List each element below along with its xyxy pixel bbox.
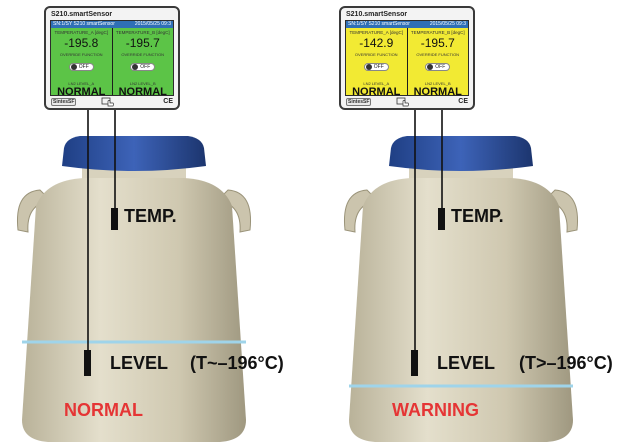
toggle-knob-icon <box>70 64 77 70</box>
screen-status-bar: SN:1/SY S210 smartSensor 2015/05/25 09:3 <box>51 21 173 28</box>
panel-normal: S210.smartSensor SN:1/SY S210 smartSenso… <box>16 6 284 442</box>
toggle-knob-icon <box>427 64 434 70</box>
ce-mark: CE <box>458 98 468 105</box>
level-probe <box>411 350 418 376</box>
touch-hand-icon[interactable] <box>396 97 410 107</box>
temp-a-label: TEMPERATURE_A [degC] <box>54 30 108 35</box>
level-probe <box>84 350 91 376</box>
device-screen: SN:1/SY S210 smartSensor 2015/05/25 09:3… <box>50 20 174 96</box>
device-title: S210.smartSensor <box>51 11 113 18</box>
override-b-label: OVERRIDE FUNCTION <box>416 52 460 57</box>
toggle-b-text: OFF <box>435 64 446 70</box>
screen-bar-right: 2015/05/25 09:3 <box>429 21 466 27</box>
override-b-toggle[interactable]: OFF <box>130 63 156 71</box>
temp-label: TEMP. <box>451 206 504 226</box>
device-title: S210.smartSensor <box>346 11 408 18</box>
sensor-b: TEMPERATURE_B [degC] -195.7 OVERRIDE FUN… <box>113 28 174 96</box>
temp-a-value: -142.9 <box>359 36 394 50</box>
status-text: NORMAL <box>64 400 143 420</box>
level-b-value: NORMAL <box>413 86 462 96</box>
override-b-label: OVERRIDE FUNCTION <box>121 52 165 57</box>
temp-a-label: TEMPERATURE_A [degC] <box>349 30 403 35</box>
toggle-a-text: OFF <box>78 64 89 70</box>
override-a-toggle[interactable]: OFF <box>363 63 389 71</box>
level-b-label: LN2 LEVEL_B <box>424 81 451 86</box>
level-b-value: NORMAL <box>118 86 167 96</box>
level-b-label: LN2 LEVEL_B <box>129 81 156 86</box>
temp-b-value: -195.7 <box>125 36 160 50</box>
sensor-b: TEMPERATURE_B [degC] -195.7 OVERRIDE FUN… <box>408 28 469 96</box>
temp-b-value: -195.7 <box>420 36 455 50</box>
smart-sensor-device: S210.smartSensor SN:1/SY S210 smartSenso… <box>339 6 475 110</box>
screen-bar-left: SN:1/SY S210 smartSensor <box>53 21 115 27</box>
temp-probe <box>111 208 118 230</box>
level-a-value: NORMAL <box>352 86 401 96</box>
level-a-label: LN2 LEVEL_A <box>363 81 390 86</box>
touch-hand-icon[interactable] <box>101 97 115 107</box>
toggle-b-text: OFF <box>140 64 151 70</box>
level-label: LEVEL <box>437 353 496 373</box>
brand-logo: SintesSF <box>51 98 77 106</box>
override-a-toggle[interactable]: OFF <box>68 63 94 71</box>
temp-b-label: TEMPERATURE_B [degC] <box>410 30 465 35</box>
screen-bar-left: SN:1/SY S210 smartSensor <box>348 21 410 27</box>
status-text: WARNING <box>392 400 479 420</box>
level-a-label: LN2 LEVEL_A <box>68 81 95 86</box>
dewar-tank-illustration <box>16 108 252 442</box>
condition-label: (T~–196°C) <box>190 353 284 373</box>
temp-a-value: -195.8 <box>64 36 99 50</box>
screen-status-bar: SN:1/SY S210 smartSensor 2015/05/25 09:3 <box>346 21 468 28</box>
sensor-a: TEMPERATURE_A [degC] -195.8 OVERRIDE FUN… <box>51 28 113 96</box>
override-a-label: OVERRIDE FUNCTION <box>354 52 398 57</box>
temp-label: TEMP. <box>124 206 177 226</box>
dewar-tank-illustration <box>343 108 579 442</box>
smart-sensor-device: S210.smartSensor SN:1/SY S210 smartSenso… <box>44 6 180 110</box>
condition-label: (T>–196°C) <box>519 353 613 373</box>
toggle-knob-icon <box>365 64 372 70</box>
panel-warning: S210.smartSensor SN:1/SY S210 smartSenso… <box>311 0 622 442</box>
device-screen: SN:1/SY S210 smartSensor 2015/05/25 09:3… <box>345 20 469 96</box>
toggle-knob-icon <box>132 64 139 70</box>
sensor-a: TEMPERATURE_A [degC] -142.9 OVERRIDE FUN… <box>346 28 408 96</box>
override-b-toggle[interactable]: OFF <box>425 63 451 71</box>
ce-mark: CE <box>163 98 173 105</box>
toggle-a-text: OFF <box>373 64 384 70</box>
level-label: LEVEL <box>110 353 169 373</box>
temp-probe <box>438 208 445 230</box>
brand-logo: SintesSF <box>346 98 372 106</box>
screen-bar-right: 2015/05/25 09:3 <box>134 21 171 27</box>
level-a-value: NORMAL <box>57 86 106 96</box>
temp-b-label: TEMPERATURE_B [degC] <box>115 30 170 35</box>
override-a-label: OVERRIDE FUNCTION <box>59 52 103 57</box>
